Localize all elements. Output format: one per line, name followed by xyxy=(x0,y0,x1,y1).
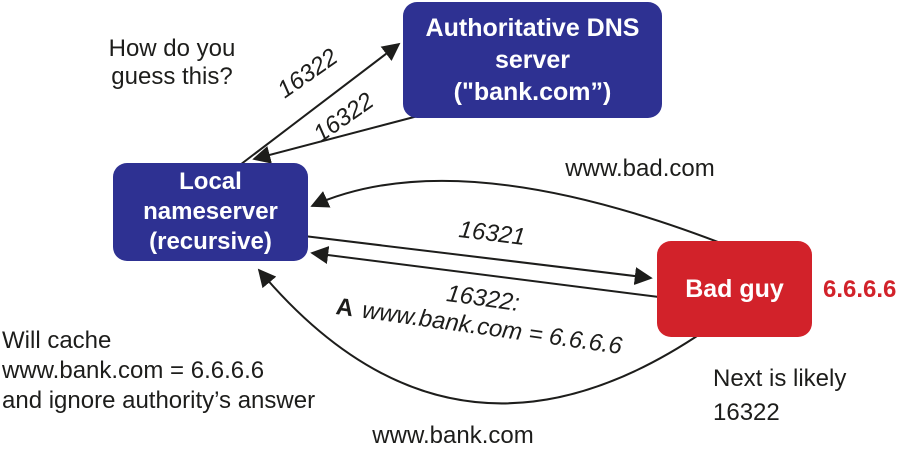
authoritative-dns-server-node: Authoritative DNS server ("bank.com”) xyxy=(403,2,662,118)
record-type-a: A xyxy=(334,293,356,323)
arrow-spoofed-reply xyxy=(310,246,660,298)
note-how-do-you-guess: How do you guess this? xyxy=(108,35,236,90)
bad-guy-ip-label: 6.6.6.6 xyxy=(823,276,897,303)
label-www-bank-com: www.bank.com xyxy=(372,422,534,449)
note-next-is-likely: Next is likely 16322 xyxy=(713,365,847,426)
arrow-txid-16321 xyxy=(303,235,653,285)
arrow-reply-from-authoritative xyxy=(252,110,438,164)
arrow-www-bank-com-query xyxy=(257,268,704,405)
bad-guy-node: Bad guy xyxy=(657,241,812,337)
label-www-bad-com: www.bad.com xyxy=(565,155,715,182)
note-will-cache: Will cache www.bank.com = 6.6.6.6 and ig… xyxy=(2,327,316,414)
local-nameserver-node: Local nameserver (recursive) xyxy=(113,163,308,261)
arrow-www-bad-com-query xyxy=(310,179,732,248)
